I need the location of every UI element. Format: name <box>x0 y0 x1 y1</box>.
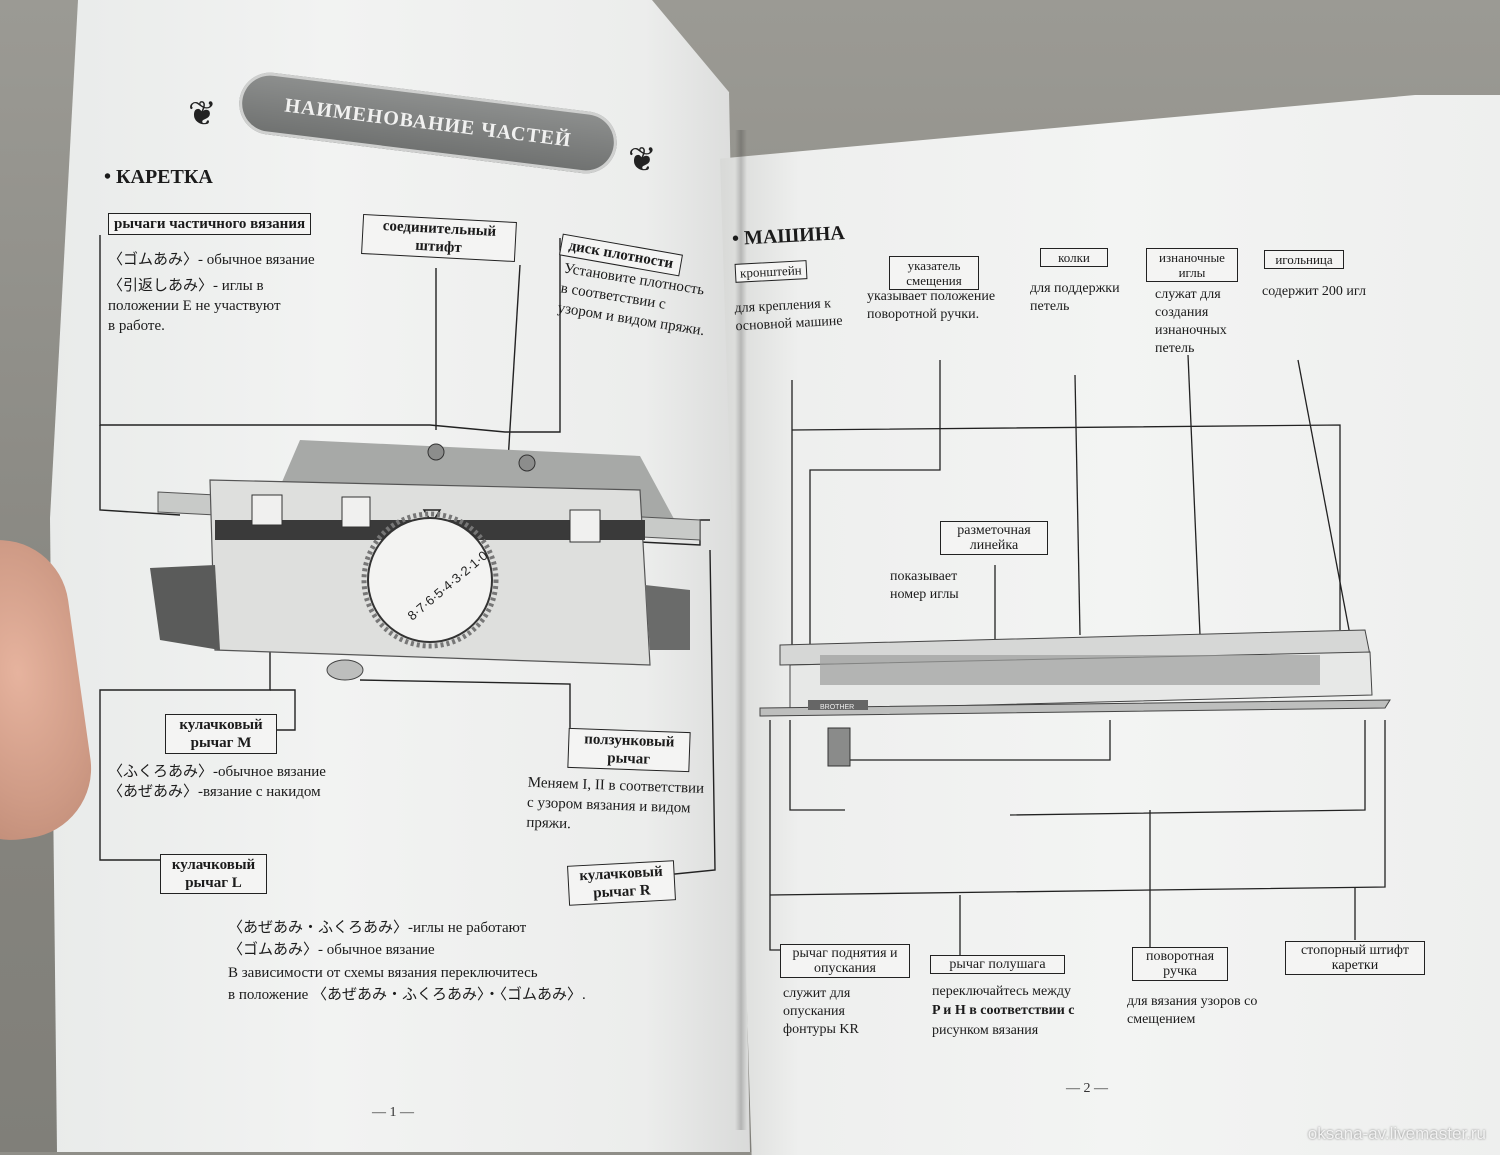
label-cam-lever-m: кулачковый рычаг M <box>165 714 277 754</box>
text-bracket-desc: для крепления к основной машине <box>734 296 843 335</box>
text-bottom-2: 〈ゴムあみ〉- обычное вязание <box>228 942 435 958</box>
label-raise-lever: рычаг поднятия и опускания <box>780 944 910 978</box>
right-page <box>720 95 1500 1155</box>
label-shift-indicator: указатель смещения <box>889 256 979 290</box>
text-purl-desc: служат для создания изнаночных петель <box>1155 287 1227 356</box>
text-rotary-desc: для вязания узоров со смещением <box>1127 994 1258 1027</box>
text-half-step-3: рисунком вязания <box>932 1023 1039 1038</box>
label-half-step-lever: рычаг полушага <box>930 955 1065 974</box>
text-half-step-2: P и H в соответствии с <box>932 1003 1075 1018</box>
text-partial-1: 〈ゴムあみ〉- обычное вязание <box>108 252 315 268</box>
text-cam-m-1: 〈ふくろあみ〉-обычное вязание <box>108 764 326 780</box>
text-cam-m-2: 〈あぜあみ〉-вязание с накидом <box>108 784 321 800</box>
label-purl-needles: изнаночные иглы <box>1146 248 1238 282</box>
text-needle-bed-desc: содержит 200 игл <box>1262 284 1366 299</box>
text-ruler-desc: показывает номер иглы <box>890 569 959 602</box>
book-spine <box>735 130 747 1130</box>
text-bottom-3: В зависимости от схемы вязания переключи… <box>228 965 538 981</box>
watermark: oksana-av.livemaster.ru <box>1307 1124 1486 1143</box>
machine-brand: BROTHER <box>820 704 854 711</box>
text-pegs-desc: для поддержки петель <box>1030 281 1120 314</box>
text-bottom-4: в положение 〈あぜあみ・ふくろあみ〉・〈ゴムあみ〉. <box>228 987 586 1003</box>
text-bottom-1: 〈あぜあみ・ふくろあみ〉-иглы не работают <box>228 920 527 936</box>
label-cam-lever-l: кулачковый рычаг L <box>160 854 267 894</box>
page-number-left: — 1 — <box>372 1105 414 1120</box>
carriage-title: • КАРЕТКА <box>104 166 213 188</box>
text-shift-desc: указывает положение поворотной ручки. <box>867 289 996 322</box>
label-rotary-knob: поворотная ручка <box>1132 947 1228 981</box>
text-raise-desc: служит для опускания фонтуры KR <box>783 986 859 1037</box>
label-partial-levers: рычаги частичного вязания <box>108 213 312 235</box>
text-half-step-1: переключайтесь между <box>932 984 1072 999</box>
label-needle-bed: игольница <box>1264 250 1344 269</box>
text-partial-2: 〈引返しあみ〉- иглы в положении E не участвуют… <box>108 278 281 334</box>
ornament-left-icon: ❦ <box>188 96 217 133</box>
label-ruler: разметочная линейка <box>940 521 1048 555</box>
ornament-right-icon: ❦ <box>628 142 657 179</box>
label-pegs: колки <box>1040 248 1108 267</box>
label-stopper-pin: стопорный штифт каретки <box>1285 941 1425 975</box>
page-number-right: — 2 — <box>1066 1081 1108 1096</box>
label-bracket: кронштейн <box>734 260 808 283</box>
